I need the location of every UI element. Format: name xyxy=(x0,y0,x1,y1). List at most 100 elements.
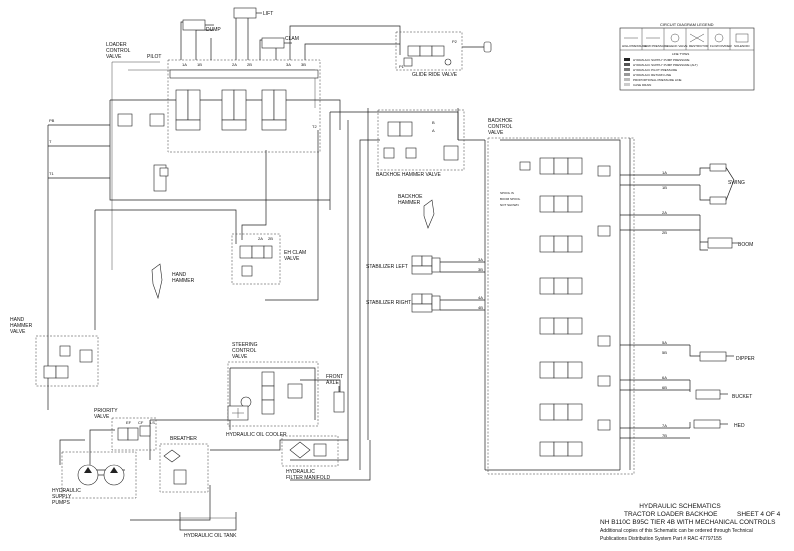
legend-title: CIRCUIT DIAGRAM LEGEND xyxy=(660,22,714,27)
backhoe-section-stabilizer-left xyxy=(539,277,583,295)
hydraulic-oil-cooler: HYDRAULIC OIL COOLER xyxy=(226,405,287,438)
boom-label: BOOM xyxy=(738,242,753,248)
legend-line-type-6: CASE DRAIN xyxy=(633,83,651,87)
backhoe-hammer: BACKHOE HAMMER xyxy=(398,194,435,229)
dipper-label: DIPPER xyxy=(736,356,755,362)
priority-port-ls: LS xyxy=(150,420,155,425)
priority-label-1: PRIORITY xyxy=(94,408,118,414)
hand-hammer-valve-label-1: HAND xyxy=(10,317,25,323)
legend-line-type-1: HYDRAULIC SUPPLY PUMP PRESSURE xyxy=(633,58,690,62)
loader-port-t-label: T xyxy=(49,139,52,144)
steering-label-1: STEERING xyxy=(232,342,258,348)
swing-cylinders: SWING xyxy=(709,163,745,205)
loader-port-p1-label: PB xyxy=(49,118,55,123)
loader-spool-1 xyxy=(175,89,201,131)
hand-hammer-valve: HAND HAMMER VALVE xyxy=(10,317,99,387)
hand-hammer-valve-label-3: VALVE xyxy=(10,329,26,335)
steering-label-3: VALVE xyxy=(232,354,248,360)
loader-spool-3 xyxy=(261,89,287,131)
pumps-label-2: SUPPLY xyxy=(52,494,72,500)
hydraulic-supply-pumps: HYDRAULIC SUPPLY PUMPS xyxy=(52,451,137,506)
lift-cylinder: LIFT xyxy=(233,7,273,19)
hand-hammer-label-1: HAND xyxy=(172,272,187,278)
clam-label: CLAM xyxy=(285,36,299,42)
backhoe-hammer-label-1: BACKHOE xyxy=(398,194,423,200)
bucket-label: BUCKET xyxy=(732,394,752,400)
title-line-2: TRACTOR LOADER BACKHOE xyxy=(624,511,718,518)
steering-control-valve: STEERING CONTROL VALVE xyxy=(227,342,319,427)
priority-port-cf: CF xyxy=(138,420,144,425)
hydraulic-filter-manifold: HYDRAULIC FILTER MANIFOLD xyxy=(281,435,339,481)
backhoe-section-bucket xyxy=(539,403,611,431)
backhoe-port-1b: 1B xyxy=(662,185,667,190)
eh-clam-port-2b: 2B xyxy=(268,236,273,241)
priority-label-2: VALVE xyxy=(94,414,110,420)
backhoe-section-boom: SPOOL IS BOOM SPOOL NOT SHOWN xyxy=(500,191,611,237)
backhoe-control-valve: BACKHOE CONTROL VALVE SPOOL IS BOOM SPOO… xyxy=(478,118,667,475)
pumps-label-3: PUMPS xyxy=(52,500,70,506)
backhoe-valve-label-3: VALVE xyxy=(488,130,504,136)
lift-label: LIFT xyxy=(263,11,273,17)
backhoe-port-2b: 2B xyxy=(662,230,667,235)
hand-hammer-valve-label-2: HAMMER xyxy=(10,323,33,329)
hammer-port-b: B xyxy=(432,120,435,125)
stabilizer-right-valve: STABILIZER RIGHT xyxy=(366,293,441,313)
loader-port-2a: 2A xyxy=(232,62,237,67)
eh-clam-label-2: VALVE xyxy=(284,256,300,262)
backhoe-section-stabilizer-right xyxy=(539,317,611,347)
backhoe-section-3 xyxy=(539,235,583,253)
title-line-3: NH B110C B95C TIER 4B WITH MECHANICAL CO… xyxy=(600,519,776,526)
glide-ride-valve: P2 P1 GLIDE RIDE VALVE xyxy=(395,31,492,78)
backhoe-port-3b: 3B xyxy=(478,267,483,272)
backhoe-port-6b: 6B xyxy=(662,385,667,390)
eh-clam-port-2a: 2A xyxy=(258,236,263,241)
breather: BREATHER xyxy=(159,436,209,493)
stabilizer-left-label: STABILIZER LEFT xyxy=(366,264,408,270)
backhoe-port-1a: 1A xyxy=(662,170,667,175)
swing-label: SWING xyxy=(728,180,745,186)
legend-line-type-5: PROPORTIONAL PRESSURE LINE xyxy=(633,78,682,82)
pumps-label-1: HYDRAULIC xyxy=(52,488,81,494)
spool-note-2: BOOM SPOOL xyxy=(500,197,521,201)
legend-line-types: HYDRAULIC SUPPLY PUMP PRESSURE HYDRAULIC… xyxy=(624,58,698,87)
loader-control-valve: LOADER CONTROL VALVE PILOT 1A 1B 2A 2B 3… xyxy=(49,42,321,192)
oil-cooler-label: HYDRAULIC OIL COOLER xyxy=(226,432,287,438)
hammer-port-a: A xyxy=(432,128,435,133)
priority-port-ef: EF xyxy=(126,420,132,425)
legend-symbol-flow-divider: FLOW DIVIDER xyxy=(710,44,733,48)
legend-line-type-4: HYDRAULIC RETURN LINE xyxy=(633,73,671,77)
breather-label: BREATHER xyxy=(170,436,197,442)
backhoe-valve-label-2: CONTROL xyxy=(488,124,513,130)
legend-symbols-row: HIGH PRESSURE LOW PRESSURE CHECK VALVE R… xyxy=(622,28,750,50)
legend-symbol-restrictor: RESTRICTOR xyxy=(689,44,709,48)
legend-symbol-low-pressure: LOW PRESSURE xyxy=(644,44,668,48)
loader-valve-label-1: LOADER xyxy=(106,42,127,48)
loader-port-3a: 3A xyxy=(286,62,291,67)
backhoe-hammer-valve: B A BACKHOE HAMMER VALVE xyxy=(376,109,465,178)
front-axle-label-2: AXLE xyxy=(326,380,339,386)
bucket-cylinder: BUCKET xyxy=(695,389,752,400)
loader-port-p2-label: T1 xyxy=(49,171,54,176)
title-note-2: Publications Distribution System Part # … xyxy=(600,536,722,542)
dipper-cylinder: DIPPER xyxy=(699,351,755,362)
loader-port-2b: 2B xyxy=(247,62,252,67)
eh-clam-valve: 2A 2B EH CLAM VALVE xyxy=(231,233,306,285)
oil-tank-label: HYDRAULIC OIL TANK xyxy=(184,533,237,539)
backhoe-section-hed xyxy=(539,441,583,457)
backhoe-hammer-label-2: HAMMER xyxy=(398,200,421,206)
dump-label: DUMP xyxy=(206,27,221,33)
loader-port-3b: 3B xyxy=(301,62,306,67)
hydraulic-oil-tank: HYDRAULIC OIL TANK xyxy=(179,512,237,539)
title-line-1: HYDRAULIC SCHEMATICS xyxy=(639,503,721,510)
backhoe-hammer-valve-label: BACKHOE HAMMER VALVE xyxy=(376,172,441,178)
hand-hammer-label-2: HAMMER xyxy=(172,278,195,284)
backhoe-port-4a: 4A xyxy=(478,295,483,300)
glide-port-p2: P2 xyxy=(452,39,458,44)
loader-port-1b: 1B xyxy=(197,62,202,67)
backhoe-port-2a: 2A xyxy=(662,210,667,215)
legend-line-type-2: HYDRAULIC SUPPLY PUMP PRESSURE (ALT) xyxy=(633,63,698,67)
priority-valve: PRIORITY VALVE EF CF LS xyxy=(94,408,157,451)
backhoe-port-4b: 4B xyxy=(478,305,483,310)
dump-cylinder: DUMP xyxy=(182,19,221,33)
backhoe-section-dipper xyxy=(539,361,611,387)
